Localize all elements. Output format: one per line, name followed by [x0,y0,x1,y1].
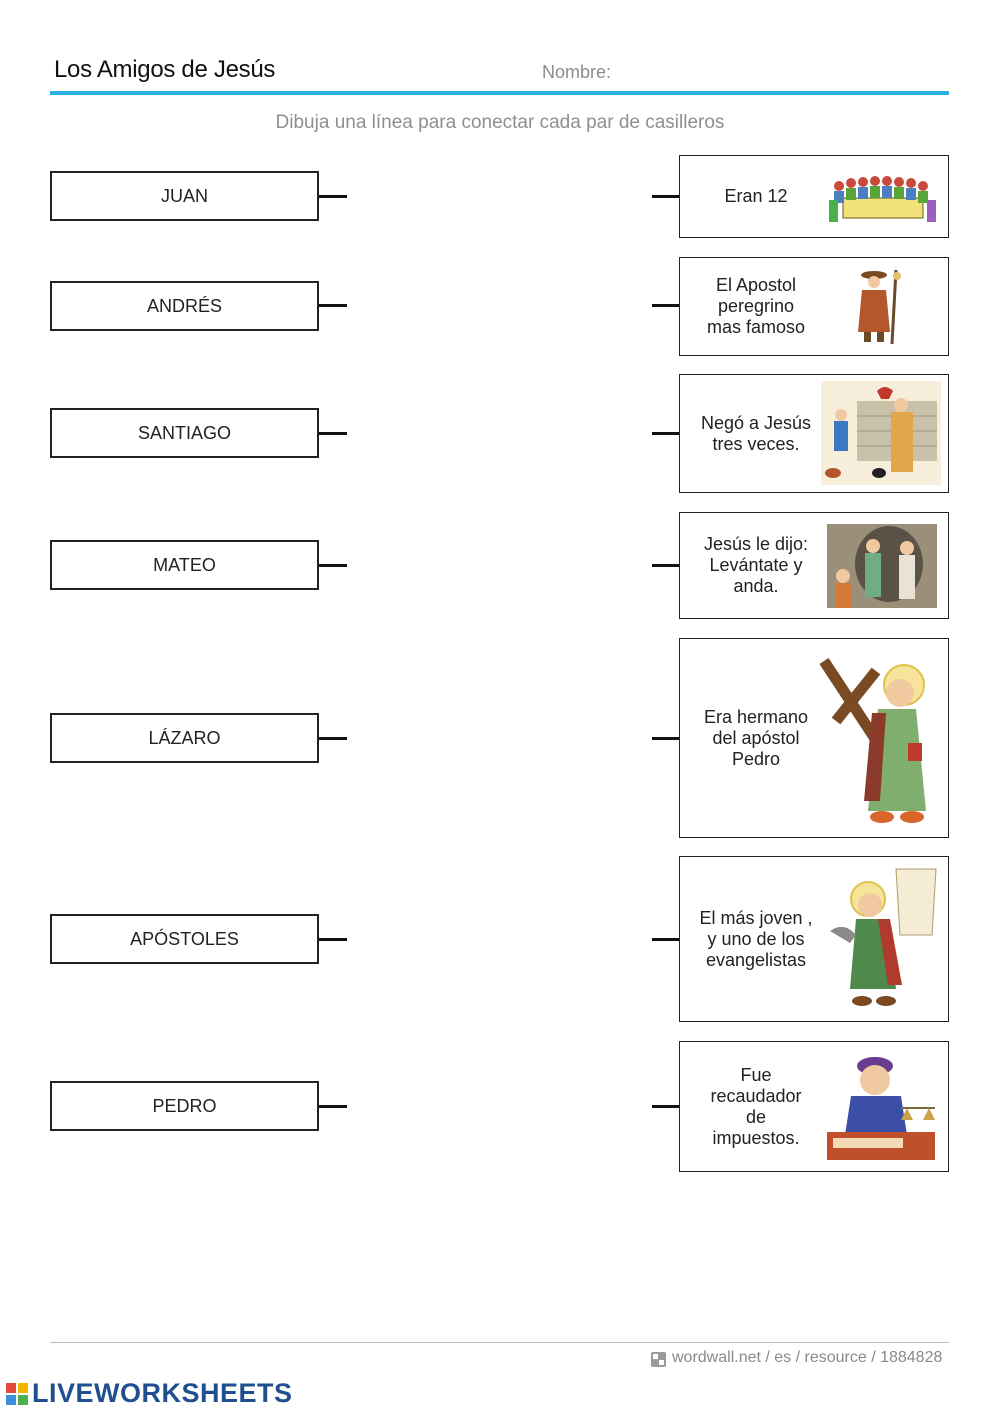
right-item-levantate[interactable]: Jesús le dijo: Levántate y anda. [679,512,949,619]
wordwall-icon [651,1352,666,1367]
left-connector[interactable] [319,304,347,307]
right-connector[interactable] [652,938,680,941]
left-item-label: PEDRO [152,1095,217,1116]
right-connector[interactable] [652,1105,680,1108]
resource-source-link[interactable]: wordwall.net / es / resource / 1884828 [672,1349,943,1366]
left-item-andres[interactable]: ANDRÉS [50,281,319,331]
right-item-text: El más joven , y uno de los evangelistas [699,907,813,970]
left-item-label: SANTIAGO [137,422,231,443]
saint-john-eagle-illustration [830,868,937,1006]
saint-andrew-cross-illustration [819,657,926,823]
left-connector[interactable] [319,195,347,198]
left-item-lazaro[interactable]: LÁZARO [50,713,319,763]
rooster-denial-illustration [821,381,941,485]
right-item-text: Jesús le dijo: Levántate y anda. [703,534,809,596]
right-connector[interactable] [652,304,680,307]
left-item-juan[interactable]: JUAN [50,171,319,221]
left-connector[interactable] [319,1105,347,1108]
left-item-label: ANDRÉS [146,295,222,316]
left-item-santiago[interactable]: SANTIAGO [50,408,319,458]
tax-collector-illustration [827,1057,935,1160]
liveworksheets-logo-icon [6,1383,28,1405]
name-field-label: Nombre: [542,62,612,82]
right-item-peregrino[interactable]: El Apostol peregrino mas famoso [679,257,949,356]
right-item-text: Era hermano del apóstol Pedro [703,706,809,769]
footer-divider [50,1342,949,1343]
instructions: Dibuja una línea para conectar cada par … [275,112,725,133]
right-connector[interactable] [652,564,680,567]
right-item-nego[interactable]: Negó a Jesús tres veces. [679,374,949,493]
left-connector[interactable] [319,938,347,941]
right-item-eran-12[interactable]: Eran 12 [679,155,949,238]
right-connector[interactable] [652,432,680,435]
left-item-label: APÓSTOLES [130,928,239,949]
left-item-label: MATEO [153,554,216,575]
header-divider [50,91,949,95]
pilgrim-apostle-illustration [858,269,901,345]
right-item-hermano[interactable]: Era hermano del apóstol Pedro [679,638,949,838]
right-item-text: Negó a Jesús tres veces. [700,412,812,454]
left-connector[interactable] [319,432,347,435]
left-item-label: JUAN [160,185,208,206]
left-connector[interactable] [319,564,347,567]
right-item-text: Fue recaudador de impuestos. [710,1064,802,1148]
right-connector[interactable] [652,737,680,740]
left-item-apostoles[interactable]: APÓSTOLES [50,914,319,964]
right-item-impuestos[interactable]: Fue recaudador de impuestos. [679,1041,949,1172]
liveworksheets-brand: LIVEWORKSHEETS [32,1378,293,1408]
left-item-label: LÁZARO [148,727,221,748]
page-title: Los Amigos de Jesús [54,56,276,83]
left-item-pedro[interactable]: PEDRO [50,1081,319,1131]
left-connector[interactable] [319,737,347,740]
right-item-joven[interactable]: El más joven , y uno de los evangelistas [679,856,949,1022]
right-item-text: Eran 12 [724,186,788,206]
right-connector[interactable] [652,195,680,198]
lazarus-tomb-illustration [827,524,937,608]
right-item-text: El Apostol peregrino mas famoso [706,275,806,337]
last-supper-illustration [829,176,936,222]
left-item-mateo[interactable]: MATEO [50,540,319,590]
